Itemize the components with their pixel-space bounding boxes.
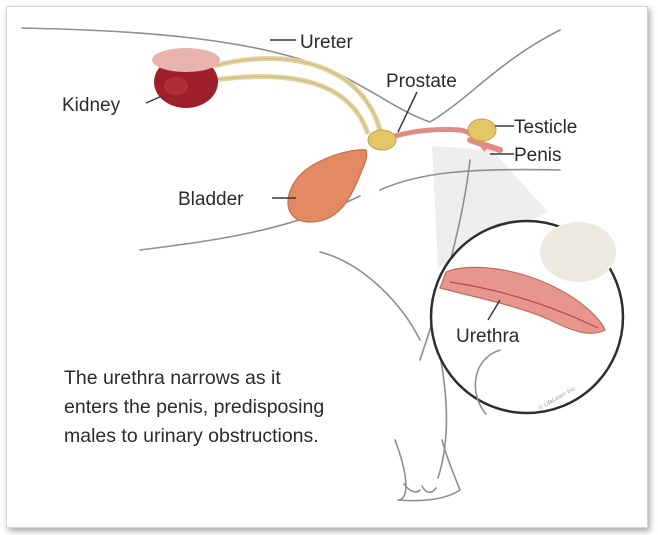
kidney-shape [152, 48, 220, 108]
caption-line-3: males to urinary obstructions. [64, 425, 319, 447]
caption-line-2: enters the penis, predisposing [64, 396, 324, 418]
label-urethra: Urethra [456, 326, 520, 347]
label-ureter: Ureter [300, 32, 353, 53]
label-bladder: Bladder [178, 189, 244, 210]
caption-line-1: The urethra narrows as it [64, 367, 281, 389]
testicle-shape [468, 119, 496, 141]
label-testicle: Testicle [514, 117, 577, 138]
prostate-shape [368, 130, 396, 150]
label-kidney: Kidney [62, 95, 121, 116]
label-prostate: Prostate [386, 71, 457, 92]
magnified-view [431, 221, 623, 414]
ureters [214, 59, 380, 134]
bladder-shape [288, 150, 367, 222]
label-penis: Penis [514, 145, 562, 166]
